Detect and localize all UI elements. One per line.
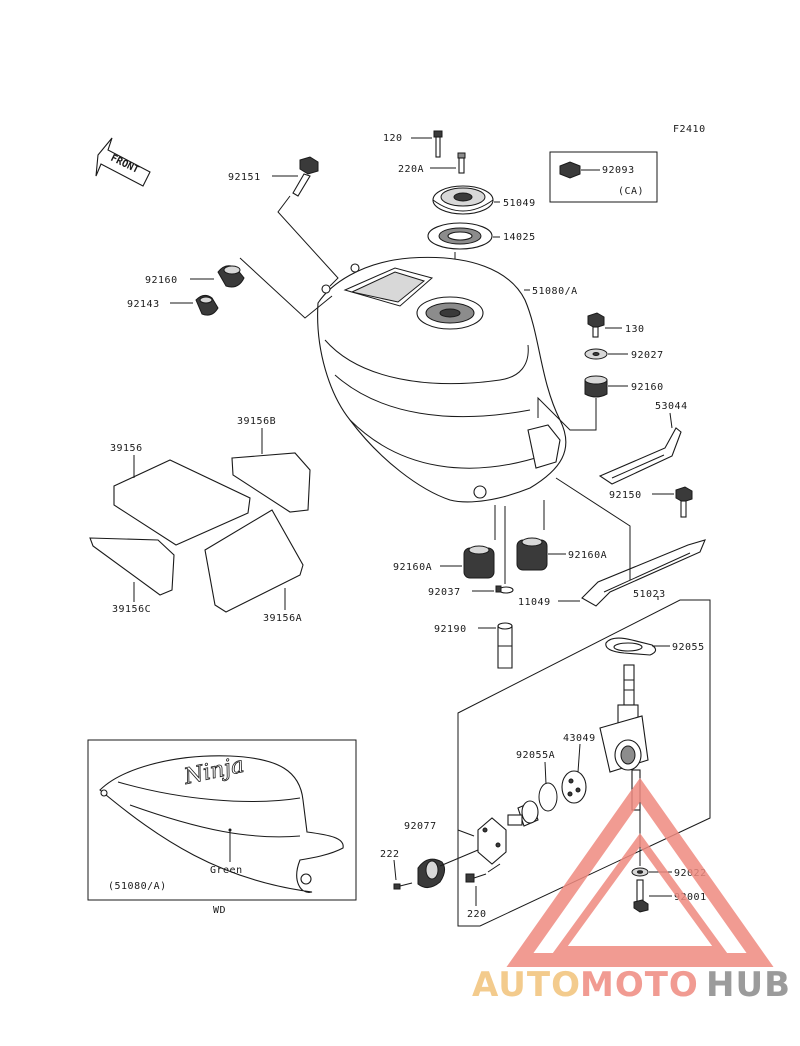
callout-39156c: 39156C — [112, 604, 151, 615]
callout-92160a-left: 92160A — [393, 562, 432, 573]
callout-220a: 220A — [398, 164, 424, 175]
figure-code: F2410 — [673, 124, 706, 135]
bolt-220a — [457, 152, 466, 174]
callout-11049: 11049 — [518, 597, 551, 608]
collar-92143 — [195, 294, 219, 316]
callout-39156a: 39156A — [263, 613, 302, 624]
damper-92160a-left — [463, 545, 495, 579]
callout-130: 130 — [625, 324, 645, 335]
callout-51023: 51023 — [633, 589, 666, 600]
fuel-tank — [317, 256, 567, 503]
bracket-53044 — [598, 427, 682, 485]
decal-code: WD — [213, 905, 226, 916]
callout-92151: 92151 — [228, 172, 261, 183]
callout-92055a: 92055A — [516, 750, 555, 761]
washer-92027 — [584, 348, 608, 360]
decal-inset: Ninja — [87, 739, 357, 901]
fuel-cap — [432, 185, 494, 215]
watermark-moto: MOTO — [580, 965, 699, 1005]
decal-color-label: Green — [210, 865, 243, 876]
callout-51049: 51049 — [503, 198, 536, 209]
clamp-92037 — [495, 585, 514, 594]
pad-39156a — [204, 509, 304, 613]
hose-92190 — [497, 622, 513, 669]
decal-part-ref: (51080/A) — [108, 881, 167, 892]
bolt-92151 — [292, 156, 319, 197]
callout-92093: 92093 — [602, 165, 635, 176]
watermark-auto: AUTO — [472, 965, 581, 1005]
gasket-43049 — [561, 770, 587, 804]
washer-92022 — [631, 867, 649, 877]
bolt-130 — [587, 312, 605, 338]
callout-92160-right: 92160 — [631, 382, 664, 393]
grommet-92160-left — [217, 265, 245, 288]
watermark-hub: HUB — [706, 965, 791, 1005]
callout-92001: 92001 — [674, 892, 707, 903]
callout-92190: 92190 — [434, 624, 467, 635]
fuel-cock-frame — [457, 599, 711, 927]
callout-53044: 53044 — [655, 401, 688, 412]
grommet-92160-right — [584, 375, 608, 398]
pad-39156 — [113, 459, 251, 546]
pad-39156c — [89, 537, 175, 596]
lever-knob — [417, 858, 446, 888]
valve-plug — [507, 800, 539, 827]
oring-92055a — [538, 782, 558, 812]
callout-39156b: 39156B — [237, 416, 276, 427]
plate-92077 — [477, 817, 507, 865]
callout-92027: 92027 — [631, 350, 664, 361]
callout-92022: 92022 — [674, 868, 707, 879]
callout-14025: 14025 — [503, 232, 536, 243]
callout-92160-left: 92160 — [145, 275, 178, 286]
callout-51080a: 51080/A — [532, 286, 578, 297]
callout-222: 222 — [380, 849, 400, 860]
bracket-11049 — [581, 539, 706, 607]
callout-ca: (CA) — [618, 186, 644, 197]
callout-92077: 92077 — [404, 821, 437, 832]
bolt-92001 — [633, 879, 649, 913]
callout-92150: 92150 — [609, 490, 642, 501]
callout-220: 220 — [467, 909, 487, 920]
automotohub-watermark: AUTO MOTO HUB — [472, 777, 791, 1005]
bolt-92150 — [675, 486, 693, 518]
callout-92160a-right: 92160A — [568, 550, 607, 561]
cap-gasket — [427, 222, 493, 250]
screw-222 — [393, 882, 413, 890]
bolt-120 — [433, 130, 443, 158]
gasket-92055 — [605, 637, 657, 656]
pad-39156b — [231, 452, 311, 513]
callout-92037: 92037 — [428, 587, 461, 598]
callout-92055: 92055 — [672, 642, 705, 653]
callout-39156: 39156 — [110, 443, 143, 454]
front-arrow-icon: FRONT — [95, 137, 151, 187]
callout-92143: 92143 — [127, 299, 160, 310]
ca-variant-box — [549, 151, 658, 203]
damper-92160a-right — [516, 537, 548, 571]
callout-120: 120 — [383, 133, 403, 144]
callout-43049: 43049 — [563, 733, 596, 744]
screw-220 — [465, 873, 487, 883]
